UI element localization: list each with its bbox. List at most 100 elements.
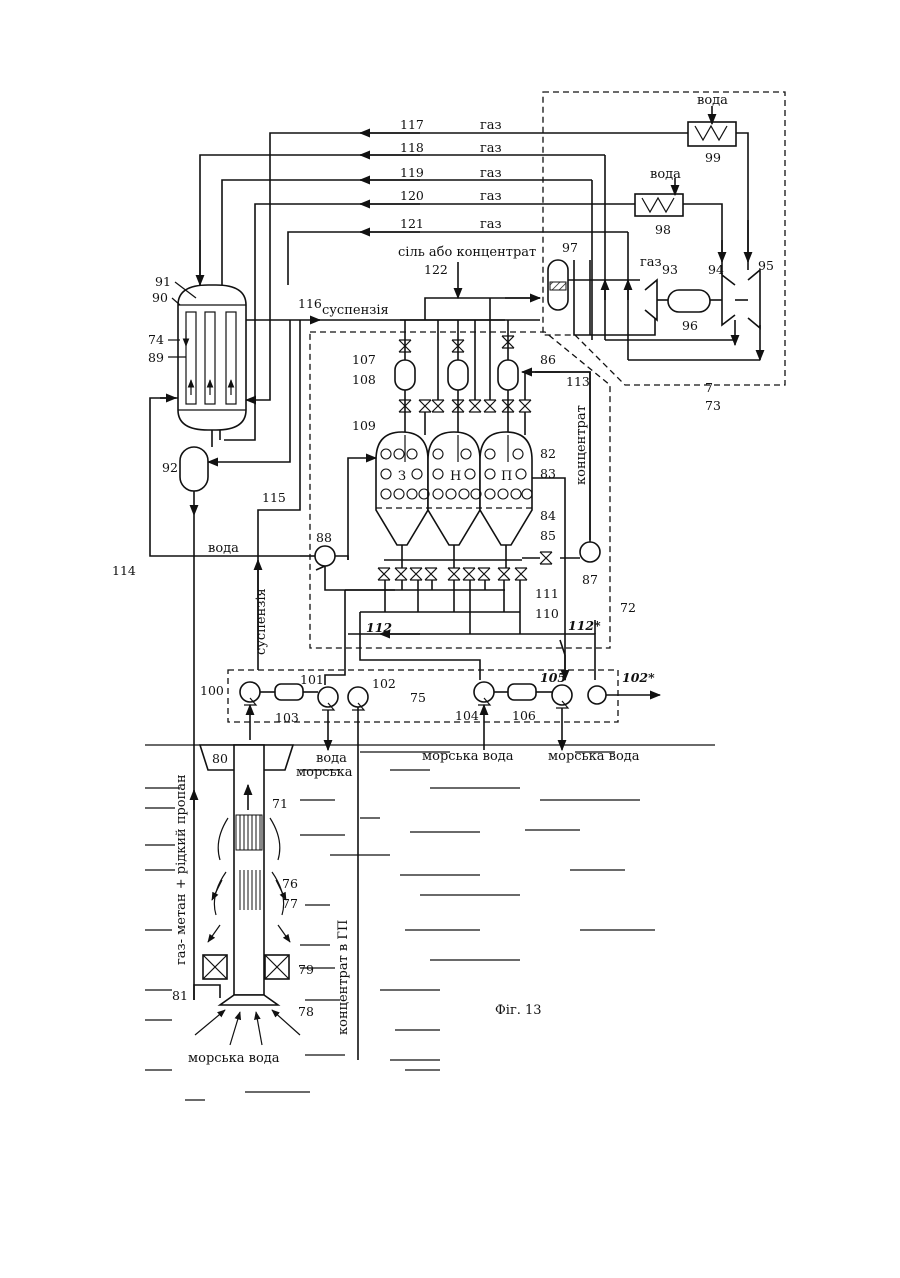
num-72: 72 [620, 600, 636, 615]
inflow-arrows [195, 1010, 300, 1045]
num-94: 94 [708, 262, 724, 277]
label-water-114: вода [208, 541, 239, 556]
label-suspension-116: суспензія [322, 303, 389, 318]
riser-pipe-71 [200, 745, 293, 1005]
num-99: 99 [705, 150, 721, 165]
num-109: 109 [352, 418, 376, 433]
label-concentrate-113: концентрат [574, 405, 589, 485]
num-95: 95 [758, 258, 774, 273]
num-79: 79 [298, 962, 314, 977]
num-91: 91 [155, 274, 171, 289]
num-92: 92 [162, 460, 178, 475]
heat-exchanger-99 [688, 122, 736, 146]
tank-letter-p: П [501, 469, 512, 484]
num-111: 111 [535, 586, 559, 601]
label-sea-water-bottom: морська вода [188, 1051, 280, 1066]
num-108: 108 [352, 372, 376, 387]
num-80: 80 [212, 751, 228, 766]
doser-107 [395, 360, 415, 390]
num-78: 78 [298, 1004, 314, 1019]
label-water-99: вода [697, 93, 728, 108]
line-117 [270, 133, 688, 296]
num-89: 89 [148, 350, 164, 365]
label-gas-119: газ [480, 166, 502, 181]
separator-92 [180, 447, 208, 491]
top-valves [399, 336, 514, 352]
num-76: 76 [282, 876, 298, 891]
num-115: 115 [262, 490, 286, 505]
heat-exchanger-98 [635, 194, 683, 216]
num-74: 74 [148, 332, 164, 347]
num-112: 112 [366, 620, 392, 635]
num-119: 119 [400, 165, 424, 180]
num-114: 114 [112, 563, 136, 578]
num-82: 82 [540, 446, 556, 461]
num-113: 113 [566, 374, 590, 389]
num-81: 81 [172, 988, 188, 1003]
num-100: 100 [200, 683, 224, 698]
num-73: 73 [705, 398, 721, 413]
valve-row-108 [399, 400, 531, 412]
pump-88 [315, 546, 335, 566]
turbine-95 [748, 270, 760, 328]
num-87: 87 [582, 572, 598, 587]
num-86: 86 [540, 352, 556, 367]
num-103: 103 [275, 710, 299, 725]
num-97: 97 [562, 240, 578, 255]
label-gas-methane-propane: газ- метан + рідкий пропан [174, 774, 189, 965]
label-sea-water-106: морська вода [548, 749, 640, 764]
num-93: 93 [662, 262, 678, 277]
sea-dashes [145, 752, 655, 1100]
motor-96 [668, 290, 710, 312]
tank-letter-n: Н [450, 469, 461, 484]
num-96: 96 [682, 318, 698, 333]
reactor-74 [178, 285, 246, 430]
num-88: 88 [316, 530, 332, 545]
valve-row-bottom [378, 568, 527, 580]
label-concentrate-to-gp: концентрат в ГП [336, 920, 351, 1035]
num-105: 105 [540, 670, 566, 685]
num-85: 85 [540, 528, 556, 543]
figure-caption: Фіг. 13 [495, 1003, 542, 1018]
num-7: 7 [705, 380, 713, 395]
doser-middle [448, 360, 468, 390]
num-90: 90 [152, 290, 168, 305]
num-116: 116 [298, 296, 322, 311]
label-water-sea-2: морська [296, 765, 353, 780]
label-suspension-115: суспензія [254, 588, 269, 655]
num-75: 75 [410, 690, 426, 705]
num-102-star: 102* [622, 670, 655, 685]
num-122: 122 [424, 262, 448, 277]
num-106: 106 [512, 708, 536, 723]
label-gas-93: газ [640, 255, 662, 270]
num-71: 71 [272, 796, 288, 811]
num-104: 104 [455, 708, 479, 723]
num-77: 77 [282, 896, 298, 911]
num-107: 107 [352, 352, 376, 367]
num-83: 83 [540, 466, 556, 481]
num-110: 110 [535, 606, 559, 621]
num-84: 84 [540, 508, 556, 523]
gas-injection-81 [194, 985, 220, 1000]
doser-86 [498, 360, 518, 390]
num-121: 121 [400, 216, 424, 231]
label-gas-118: газ [480, 141, 502, 156]
num-117: 117 [400, 117, 424, 132]
label-water-98: вода [650, 167, 681, 182]
num-112-star: 112* [568, 618, 601, 633]
pump-87 [580, 542, 600, 562]
label-gas-121: газ [480, 217, 502, 232]
num-98: 98 [655, 222, 671, 237]
num-118: 118 [400, 140, 424, 155]
label-sea-water-104: морська вода [422, 749, 514, 764]
num-120: 120 [400, 188, 424, 203]
compressor-93 [645, 280, 657, 320]
label-gas-117: газ [480, 118, 502, 133]
num-102: 102 [372, 676, 396, 691]
label-salt-concentrate: сіль або концентрат [398, 245, 536, 260]
num-101: 101 [300, 672, 324, 687]
label-water-sea-1: вода [316, 751, 347, 766]
label-gas-120: газ [480, 189, 502, 204]
